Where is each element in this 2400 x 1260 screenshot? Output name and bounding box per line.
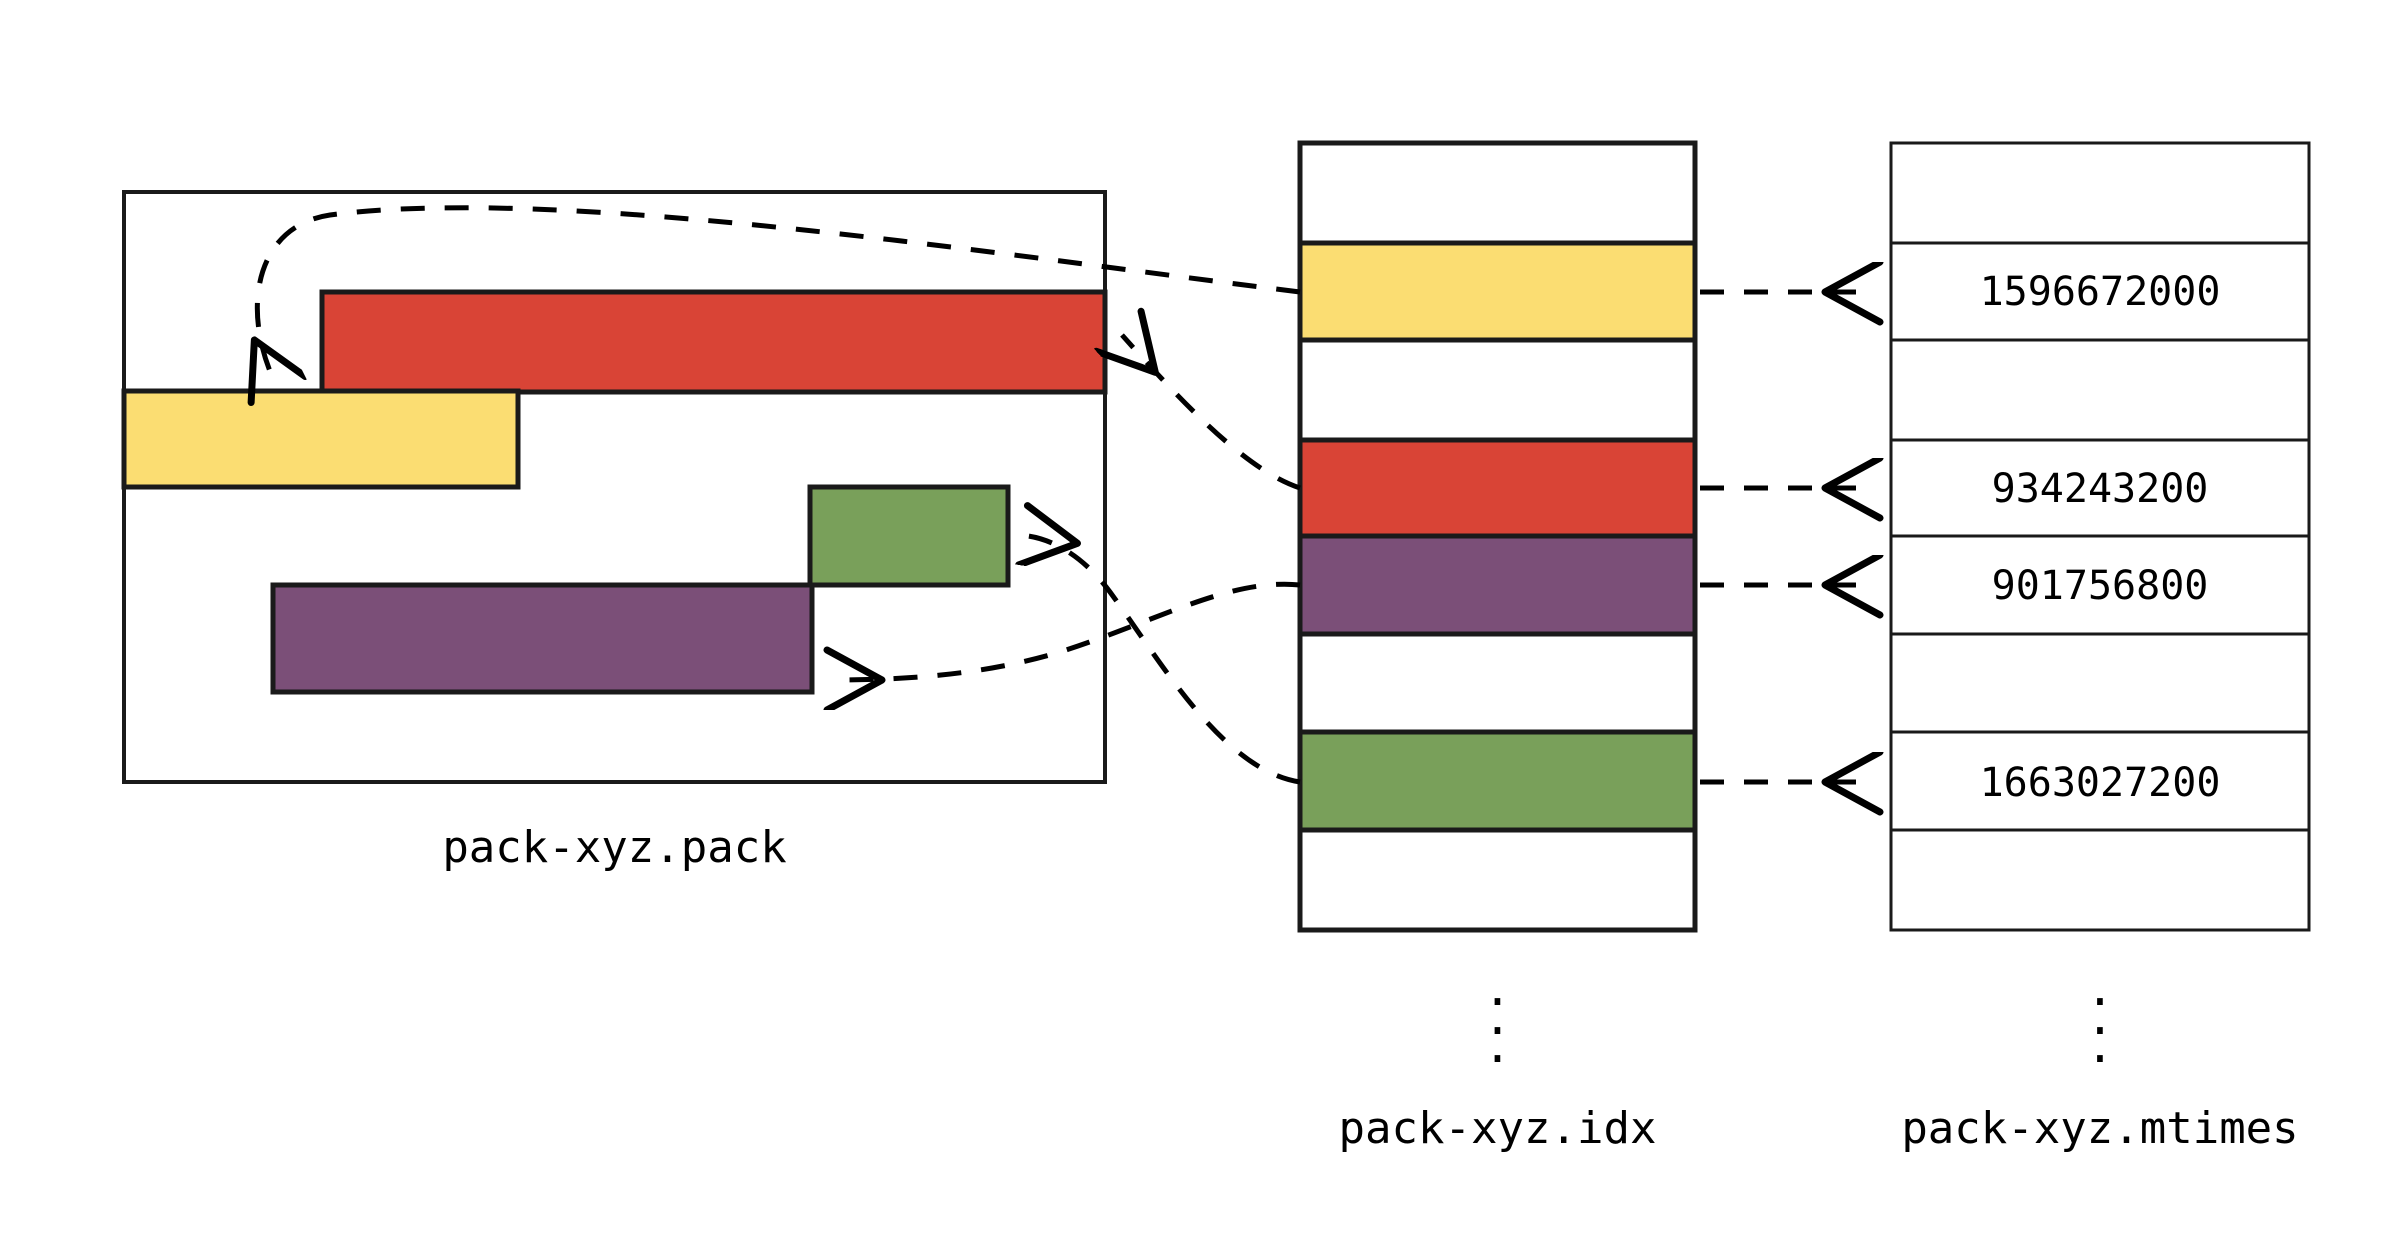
mtimes-row-5 (1889, 632, 2311, 734)
pack-object-purple (270, 582, 815, 695)
mtimes-row-2 (1889, 338, 2311, 442)
connector-arrows-idx-to-mtimes (1700, 292, 1875, 782)
idx-file-label: pack-xyz.idx (1338, 1103, 1657, 1154)
pack-file-label: pack-xyz.pack (442, 822, 787, 873)
idx-row-6 (1297, 729, 1698, 833)
mtimes-row-4 (1889, 534, 2311, 636)
mtimes-row-1 (1889, 241, 2311, 342)
idx-row-4 (1297, 533, 1698, 637)
arrow-idx-purple-to-pack-purple (832, 581, 1301, 680)
idx-row-2 (1297, 337, 1698, 443)
mtimes-row-3 (1889, 438, 2311, 538)
mtimes-row-0 (1889, 141, 2311, 245)
pack-object-green (807, 484, 1011, 588)
mtimes-cell-value: 934243200 (1991, 466, 2209, 512)
pack-object-red (319, 289, 1108, 395)
idx-row-7 (1297, 827, 1698, 933)
idx-vertical-ellipsis: ... (1483, 962, 1512, 1074)
idx-row-3 (1297, 437, 1698, 539)
arrow-idx-yellow-to-pack-yellow (257, 205, 1301, 385)
idx-row-5 (1297, 631, 1698, 735)
mtimes-row-7 (1889, 828, 2311, 932)
pack-object-yellow (121, 388, 521, 490)
mtimes-cell-value: 1663027200 (1979, 760, 2221, 806)
mtimes-file-label: pack-xyz.mtimes (1901, 1103, 2299, 1154)
idx-row-0 (1297, 140, 1698, 246)
idx-column (1297, 140, 1698, 933)
mtimes-vertical-ellipsis: ... (2086, 962, 2114, 1074)
arrow-idx-green-to-pack-green (1028, 536, 1301, 785)
mtimes-cell-value: 1596672000 (1979, 269, 2221, 315)
mtimes-column (1889, 141, 2311, 932)
arrow-idx-red-to-pack-red (1122, 335, 1301, 491)
mtimes-cell-value: 901756800 (1991, 563, 2209, 609)
idx-row-1 (1297, 240, 1698, 343)
connector-arrows-idx-to-pack (257, 205, 1301, 785)
